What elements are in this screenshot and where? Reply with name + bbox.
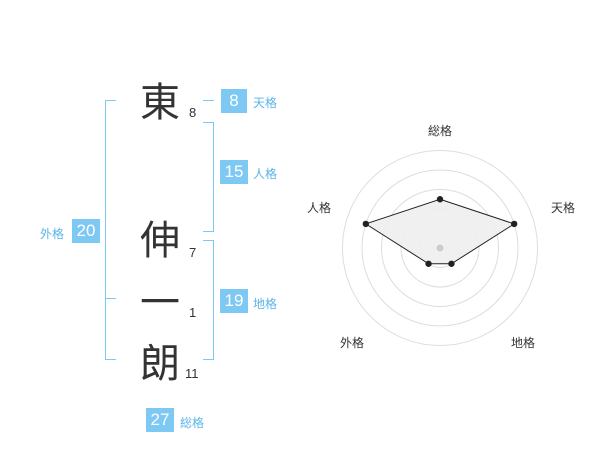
name-char-1: 東 [140, 80, 180, 126]
gai-bracket-tick [105, 298, 116, 299]
radar-label-gaikaku: 外格 [340, 336, 365, 350]
gai-kaku-label: 外格 [40, 227, 65, 241]
ten-kaku-label: 天格 [253, 96, 278, 110]
jin-kaku-badge: 15 [220, 160, 248, 184]
radar-label-chikaku: 地格 [511, 336, 536, 350]
radar-point [436, 196, 444, 203]
chi-bracket [203, 240, 214, 360]
radar-label-tenkaku: 天格 [551, 201, 576, 215]
radar-ring [400, 208, 480, 288]
stroke-count-4: 11 [185, 366, 199, 381]
ten-bracket [203, 100, 214, 101]
stroke-count-3: 1 [189, 305, 197, 320]
stroke-count-2: 7 [189, 245, 197, 260]
name-char-3: 一 [140, 280, 180, 326]
so-kaku-badge: 27 [146, 408, 174, 432]
chi-kaku-badge: 19 [220, 289, 248, 313]
radar-ring [361, 169, 519, 327]
radar-point [448, 260, 455, 267]
name-char-4: 朗 [140, 341, 180, 387]
name-char-2: 伸 [140, 218, 180, 264]
radar-label-jinkaku: 人格 [307, 201, 332, 215]
radar-polygon [364, 198, 516, 265]
radar-point [362, 220, 370, 228]
stroke-count-1: 8 [189, 105, 197, 120]
chi-kaku-label: 地格 [253, 297, 278, 311]
radar-ring [342, 150, 538, 346]
radar-point [510, 220, 518, 228]
gai-kaku-badge: 20 [72, 219, 100, 243]
radar-center-dot [436, 244, 444, 252]
radar-ring [420, 228, 460, 268]
ten-kaku-badge: 8 [221, 89, 247, 113]
radar-label-sokaku: 総格 [428, 124, 453, 138]
radar-ring [381, 189, 499, 307]
jin-bracket [203, 122, 214, 232]
jin-kaku-label: 人格 [253, 167, 278, 181]
so-kaku-label: 総格 [180, 416, 205, 430]
radar-point [425, 260, 432, 267]
gai-bracket [105, 100, 116, 360]
